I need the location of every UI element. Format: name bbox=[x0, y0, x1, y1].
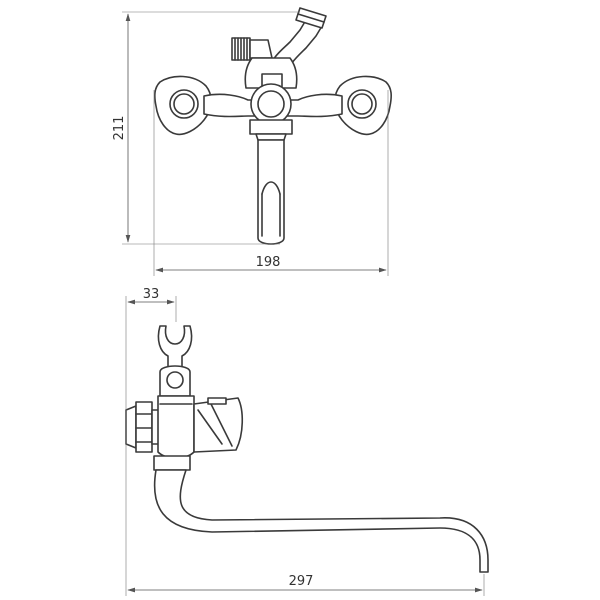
dimension-spout-length-label: 297 bbox=[289, 574, 314, 589]
front-dimensions bbox=[122, 11, 389, 276]
side-view bbox=[125, 296, 489, 596]
front-thread-outlet bbox=[231, 37, 273, 61]
side-body bbox=[157, 395, 195, 459]
front-right-handle bbox=[334, 75, 392, 136]
side-shower-holder bbox=[157, 325, 193, 369]
front-left-handle bbox=[154, 75, 212, 136]
dimension-offset-label: 33 bbox=[143, 287, 160, 302]
side-handle bbox=[193, 397, 244, 453]
front-center-knob bbox=[250, 83, 292, 125]
side-dimensions bbox=[125, 296, 485, 596]
dimension-height-label: 211 bbox=[112, 116, 127, 141]
front-view bbox=[122, 7, 392, 276]
side-wall-connector bbox=[125, 401, 161, 453]
side-ball-joint bbox=[159, 365, 191, 397]
dimension-width-label: 198 bbox=[256, 255, 281, 270]
front-spout-pipe bbox=[249, 119, 293, 245]
side-spout-pipe bbox=[153, 469, 489, 573]
side-spout-swivel bbox=[153, 455, 191, 471]
